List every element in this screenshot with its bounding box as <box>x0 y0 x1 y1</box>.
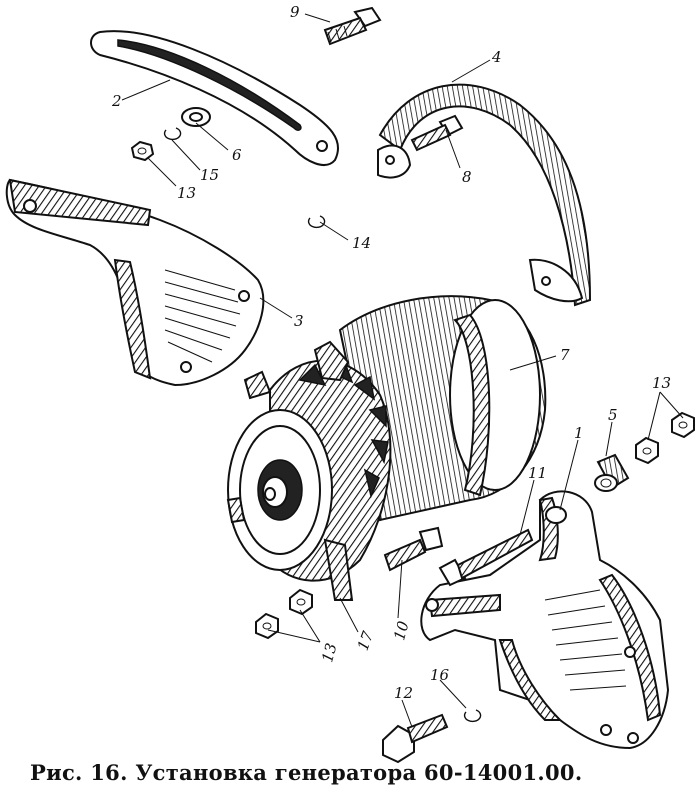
leader-lines <box>121 13 684 728</box>
callout-9: 9 <box>290 3 300 21</box>
callout-13-upper: 13 <box>177 184 196 202</box>
callout-17: 17 <box>354 628 378 653</box>
part-7-generator <box>227 295 547 582</box>
generator-pulley <box>227 409 333 571</box>
callout-10: 10 <box>390 619 412 643</box>
callout-labels: 9 2 6 15 13 4 8 14 3 7 13 5 1 11 10 17 1… <box>111 3 671 702</box>
callout-13-lower: 13 <box>318 641 340 664</box>
callout-11: 11 <box>528 464 547 482</box>
figure-caption: Рис. 16. Установка генератора 60-14001.0… <box>30 760 583 785</box>
part-13-nut-lower-b <box>255 612 279 640</box>
part-1-main-bracket <box>420 490 670 750</box>
callout-4: 4 <box>491 48 502 66</box>
callout-2: 2 <box>111 92 122 110</box>
callout-6: 6 <box>232 146 242 164</box>
part-12-bolt <box>382 713 449 764</box>
callout-3: 3 <box>294 312 304 330</box>
part-10-bolt <box>383 526 444 572</box>
callout-14: 14 <box>352 234 371 252</box>
part-13-nut-right-b <box>635 436 659 465</box>
main-bracket-ribbing <box>544 589 627 691</box>
part-4-curved-bracket <box>377 83 592 307</box>
part-3-bracket <box>5 178 265 387</box>
callout-15: 15 <box>200 166 219 184</box>
part-16-spring-washer <box>463 709 482 723</box>
callout-8: 8 <box>462 168 472 186</box>
part-11-long-bolt <box>438 528 534 587</box>
part-8-bolt <box>410 114 464 152</box>
callout-7: 7 <box>560 346 570 364</box>
part-13-nut-right-a <box>671 411 695 439</box>
callout-1: 1 <box>574 424 584 442</box>
part-13-nut-upper <box>130 140 155 162</box>
part-9-bolt <box>323 6 382 46</box>
part-2-slotted-strap <box>90 30 340 166</box>
callout-13-right: 13 <box>652 374 671 392</box>
part-5-bushing <box>594 453 630 492</box>
part-17-belt <box>226 496 354 601</box>
part-14-spring-washer <box>307 215 326 229</box>
callout-12: 12 <box>394 684 413 702</box>
part-13-nut-lower-a <box>289 588 313 616</box>
part-15-spring-washer <box>163 127 182 141</box>
callout-5: 5 <box>608 406 618 424</box>
callout-16: 16 <box>430 666 450 684</box>
bracket-ribbing <box>164 269 241 363</box>
part-6-washer <box>181 107 211 127</box>
